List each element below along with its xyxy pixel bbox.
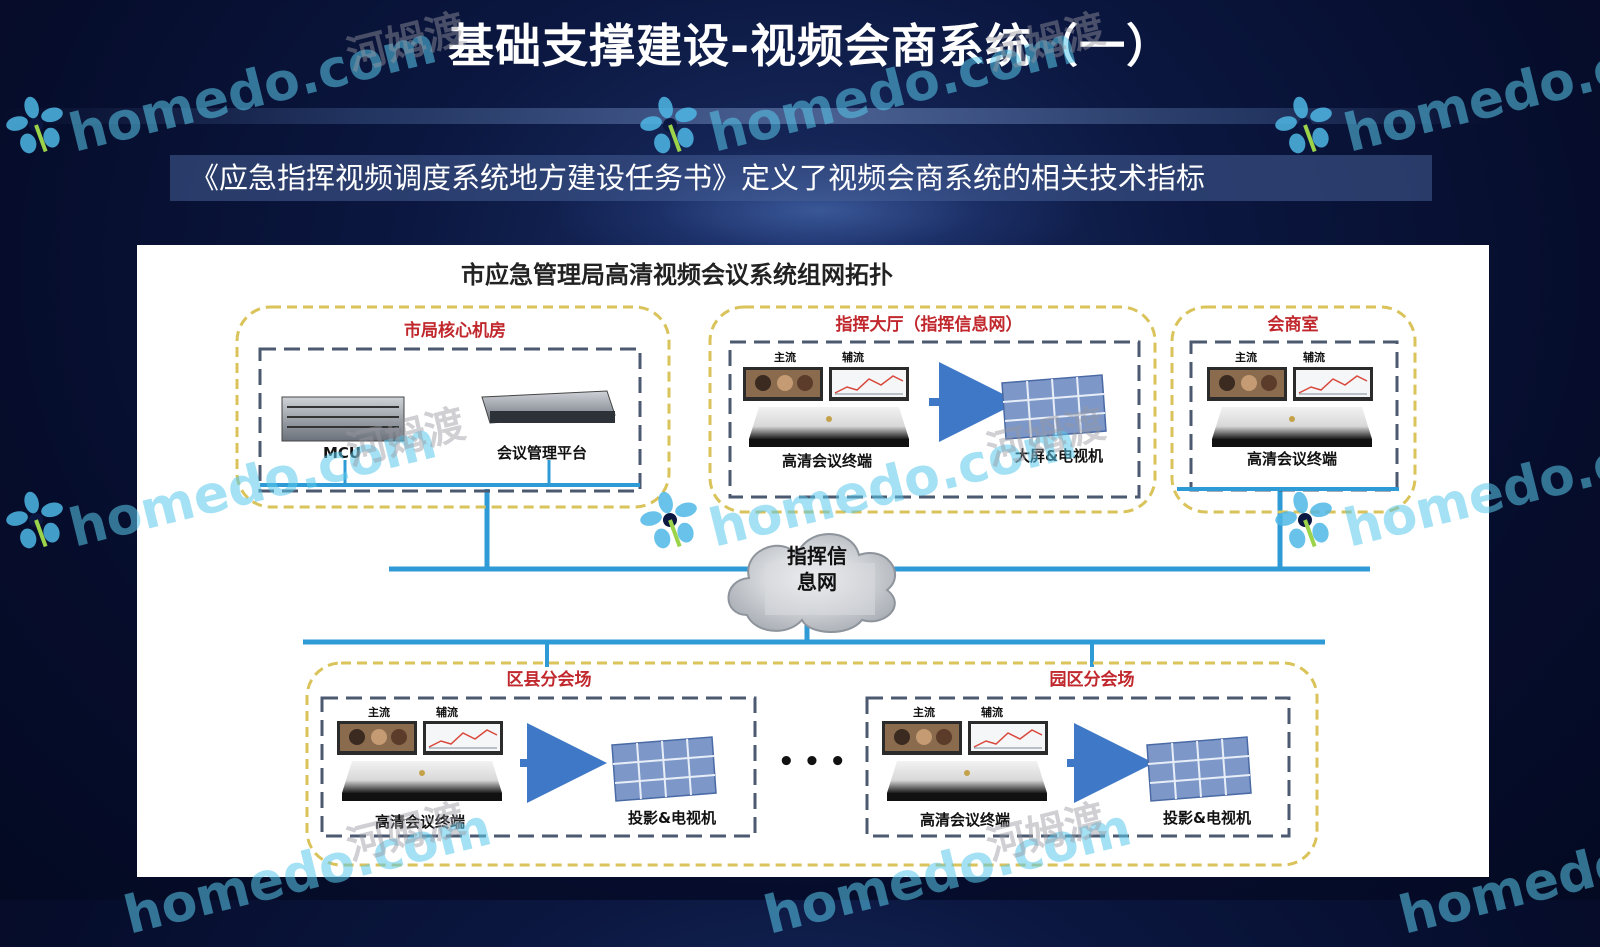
- watermark-flower-icon: [1275, 491, 1332, 549]
- branch-venues-outline: [305, 661, 1319, 867]
- terminal-label: 高清会议终端: [920, 811, 1010, 829]
- stream-main-label: 主流: [913, 705, 935, 719]
- group-title-command-hall: 指挥大厅（指挥信息网）: [836, 314, 1023, 335]
- conference-terminal-icon: [1212, 407, 1372, 447]
- stream-aux-label: 辅流: [842, 350, 864, 364]
- video-wall-icon: [611, 736, 717, 802]
- screen-label: 大屏&电视机: [1015, 447, 1103, 465]
- stream-aux-label: 辅流: [981, 705, 1003, 719]
- group-meeting-room: 会商室 主流 辅流 高清会议终端: [1170, 305, 1417, 514]
- video-wall-icon: [1146, 736, 1252, 802]
- watermark-flower-icon: [1275, 96, 1332, 154]
- screen-label: 投影&电视机: [628, 809, 716, 827]
- watermark-flower-icon: [6, 96, 63, 154]
- management-server-icon: [481, 390, 616, 424]
- stream-main-label: 主流: [774, 350, 796, 364]
- topology-diagram: 市应急管理局高清视频会议系统组网拓扑 市局核心机房 MCU 会议管理平台 指挥大…: [235, 261, 1417, 867]
- title-underline-bar: [0, 108, 1490, 124]
- watermark-flower-icon: [6, 491, 63, 549]
- group-command-hall: 指挥大厅（指挥信息网） 主流 辅流 高清会议终端 大屏&电视机: [708, 305, 1157, 514]
- stream-aux-label: 辅流: [1303, 350, 1325, 364]
- mcu-device-icon: [281, 396, 405, 442]
- conference-terminal-icon: [887, 761, 1047, 801]
- monitor-pair-icon: [336, 720, 504, 756]
- group-title-park: 园区分会场: [1050, 669, 1135, 690]
- topology-diagram-canvas: 市应急管理局高清视频会议系统组网拓扑 市局核心机房 MCU 会议管理平台 指挥大…: [137, 245, 1489, 877]
- group-park: 园区分会场 主流 辅流 高清会议终端 投影&电视机: [865, 669, 1291, 838]
- group-district: 区县分会场 主流 辅流 高清会议终端 投影&电视机: [320, 669, 757, 838]
- diagram-title: 市应急管理局高清视频会议系统组网拓扑: [461, 261, 893, 289]
- group-title-core-room: 市局核心机房: [404, 320, 506, 341]
- watermark-text: homedo.com: [1338, 15, 1600, 165]
- slide-title: 基础支撑建设-视频会商系统（一）: [448, 19, 1174, 73]
- monitor-pair-icon: [742, 366, 910, 402]
- mcu-label: MCU: [323, 444, 361, 462]
- watermark-flower-icon: [640, 491, 697, 549]
- terminal-label: 高清会议终端: [375, 813, 465, 831]
- terminal-label: 高清会议终端: [782, 452, 872, 470]
- cloud-label-line1: 指挥信: [787, 544, 847, 568]
- group-title-meeting-room: 会商室: [1268, 314, 1319, 335]
- terminal-label: 高清会议终端: [1247, 450, 1337, 468]
- group-core-room: 市局核心机房 MCU 会议管理平台: [235, 305, 671, 509]
- network-cloud-icon: [727, 533, 897, 633]
- stream-aux-label: 辅流: [436, 705, 458, 719]
- group-title-district: 区县分会场: [507, 669, 592, 690]
- screen-label: 投影&电视机: [1163, 809, 1251, 827]
- watermark-flower-icon: [640, 96, 697, 154]
- ellipsis: • • •: [778, 747, 846, 777]
- monitor-pair-icon: [1206, 366, 1374, 402]
- platform-label: 会议管理平台: [497, 444, 587, 462]
- subtitle-band: [170, 155, 1432, 201]
- stream-main-label: 主流: [368, 705, 390, 719]
- monitor-pair-icon: [881, 720, 1049, 756]
- cloud-label-line2: 息网: [797, 570, 837, 594]
- stream-main-label: 主流: [1235, 350, 1257, 364]
- conference-terminal-icon: [749, 407, 909, 447]
- slide-subtitle: 《应急指挥视频调度系统地方建设任务书》定义了视频会商系统的相关技术指标: [190, 161, 1206, 195]
